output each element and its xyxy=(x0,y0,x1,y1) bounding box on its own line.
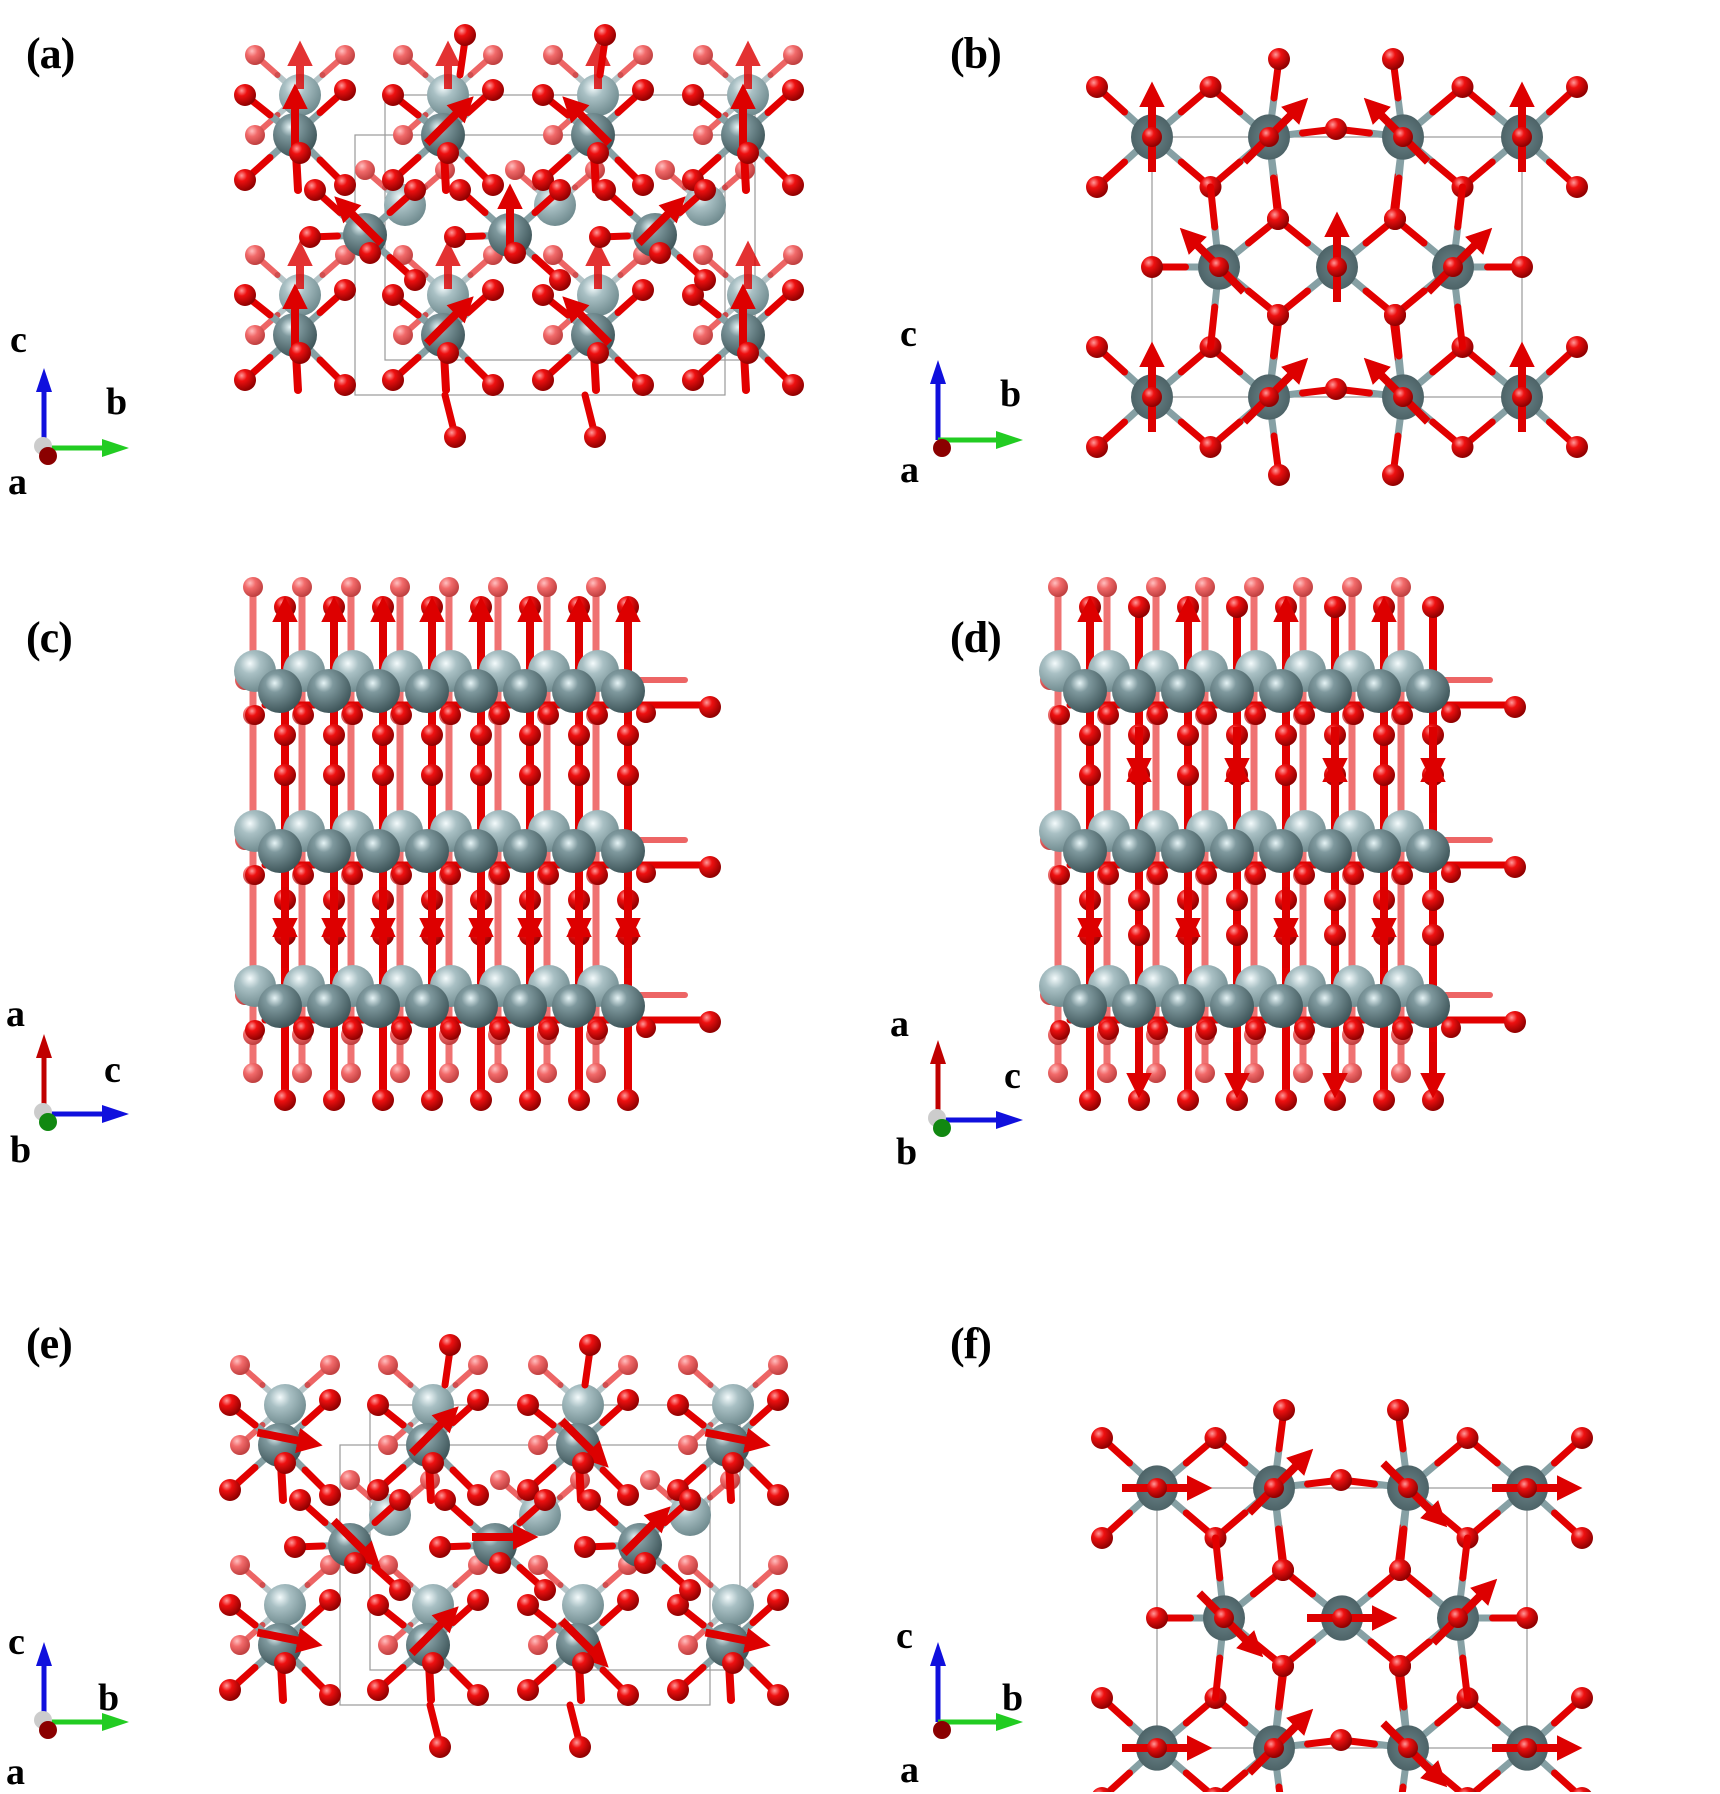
panel-label-b: (b) xyxy=(950,29,1002,78)
axis-label-up-f: c xyxy=(896,1615,913,1657)
panel-label-c: (c) xyxy=(26,613,73,662)
axis-label-right-e: b xyxy=(98,1677,120,1719)
axis-label-right-b: b xyxy=(1000,373,1022,415)
panel-label-f: (f) xyxy=(950,1319,992,1368)
axis-label-out-d: b xyxy=(896,1131,918,1173)
axis-label-out-f: a xyxy=(900,1749,919,1791)
panel-label-d: (d) xyxy=(950,613,1002,662)
axis-label-out-a: a xyxy=(8,461,27,503)
panel-b-structure xyxy=(1086,48,1588,486)
panel-label-e: (e) xyxy=(26,1319,73,1368)
axis-gizmos xyxy=(34,360,1023,1739)
panel-d-structure xyxy=(1039,577,1526,1111)
panel-a-structure xyxy=(234,24,804,448)
axis-label-right-d: c xyxy=(1004,1055,1021,1097)
panel-e-structure xyxy=(219,1334,789,1758)
axis-label-right-a: b xyxy=(106,381,128,423)
axis-label-right-f: b xyxy=(1002,1677,1024,1719)
axis-label-right-c: c xyxy=(104,1049,121,1091)
axis-label-up-d: a xyxy=(890,1003,909,1045)
panel-label-a: (a) xyxy=(26,29,75,78)
axis-label-up-c: a xyxy=(6,993,25,1035)
axis-label-out-b: a xyxy=(900,449,919,491)
axis-label-out-c: b xyxy=(10,1129,32,1171)
axis-label-up-e: c xyxy=(8,1621,25,1663)
axis-label-out-e: a xyxy=(6,1751,25,1793)
panel-c-structure xyxy=(234,577,721,1111)
axis-label-up-b: c xyxy=(900,313,917,355)
panel-f-structure xyxy=(1091,1399,1593,1792)
axis-label-up-a: c xyxy=(10,319,27,361)
